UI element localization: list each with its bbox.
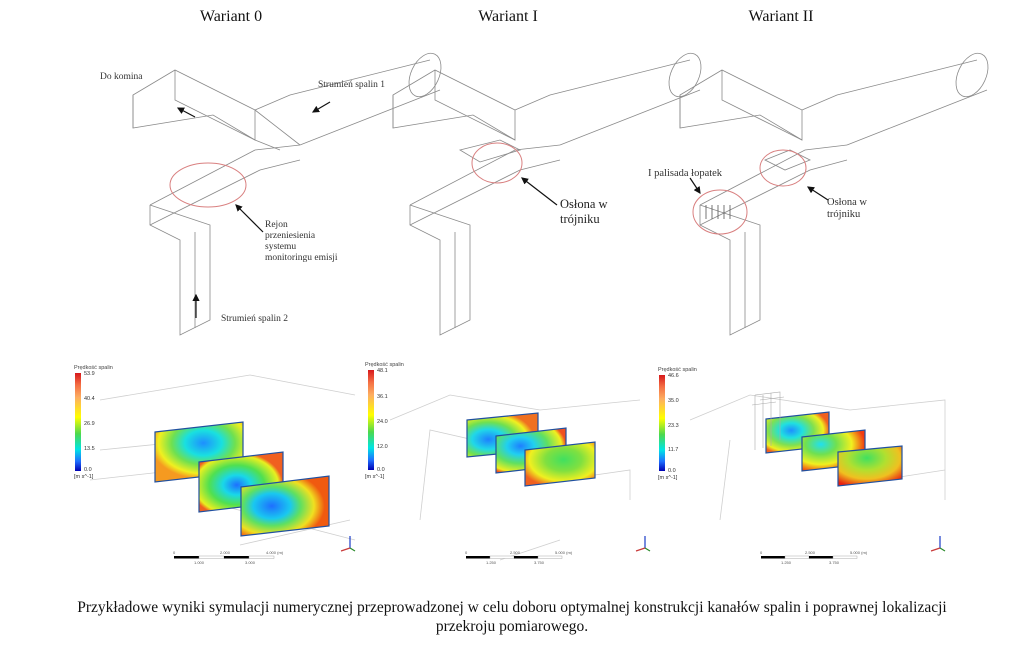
highlight-ellipse-w2-oslona <box>759 149 807 187</box>
highlight-ellipse-w1 <box>471 142 523 184</box>
title-wariant-0: Wariant 0 <box>199 8 263 25</box>
scale-label: 5.000 (m) <box>555 550 573 555</box>
label-do-komina: Do komina <box>100 72 143 82</box>
scale-label: 2.500 <box>510 550 521 555</box>
title-wariant-1: Wariant I <box>478 8 538 25</box>
label-rejon-line: Rejon <box>265 220 288 230</box>
duct-wariant-1 <box>392 52 702 336</box>
label-oslona-line: Osłona w <box>560 197 608 211</box>
label-strumien-1: Strumień spalin 1 <box>318 80 386 90</box>
legend-tick: 0.0 <box>668 468 676 474</box>
label-rejon-line: systemu <box>265 242 297 252</box>
legend-tick: 24.0 <box>377 419 388 425</box>
legend-unit: [m s^-1] <box>74 474 94 480</box>
scale-label: 0 <box>465 550 468 555</box>
sim-panel-wariant-0: Prędkość spalin 53.9 40.4 26.9 13.5 0.0 … <box>64 362 358 572</box>
duct-wireframes <box>132 52 989 336</box>
arrow-rejon <box>235 204 264 233</box>
scale-label: 0 <box>760 550 763 555</box>
label-oslona-line: Osłona w <box>827 197 867 208</box>
legend-tick: 35.0 <box>668 398 679 404</box>
scale-label: 1.250 <box>486 560 497 565</box>
legend-colorbar <box>368 370 374 470</box>
sim-panel-wariant-2: Prędkość spalin 46.6 35.0 23.3 11.7 0.0 … <box>654 362 948 572</box>
legend-tick: 46.6 <box>668 373 679 379</box>
label-rejon-line: przeniesienia <box>265 231 316 241</box>
figure-caption: Przykładowe wyniki symulacji numerycznej… <box>0 598 1024 636</box>
legend-tick: 36.1 <box>377 394 388 400</box>
legend-tick: 0.0 <box>84 467 92 473</box>
legend-tick: 13.5 <box>84 446 95 452</box>
title-wariant-2: Wariant II <box>748 8 814 25</box>
legend-tick: 11.7 <box>668 447 679 453</box>
sim-panel-wariant-1: Prędkość spalin 48.1 36.1 24.0 12.0 0.0 … <box>360 362 654 572</box>
scale-label: 3.000 <box>245 560 256 565</box>
legend-tick: 12.0 <box>377 444 388 450</box>
legend-tick: 53.9 <box>84 371 95 377</box>
scale-label: 1.250 <box>781 560 792 565</box>
legend-tick: 26.9 <box>84 421 95 427</box>
caption-line-1: Przykładowe wyniki symulacji numerycznej… <box>77 599 947 616</box>
duct-wariant-0 <box>132 52 442 336</box>
scale-label: 3.750 <box>829 560 840 565</box>
legend-title: Prędkość spalin <box>74 365 113 371</box>
label-oslona-line: trójniku <box>560 212 600 226</box>
arrow-oslona-w2 <box>806 186 829 201</box>
legend-tick: 48.1 <box>377 368 388 374</box>
arrow-palisada <box>689 177 701 194</box>
label-rejon: Rejon przeniesienia systemu monitoringu … <box>265 220 338 264</box>
legend-colorbar <box>75 373 81 471</box>
label-oslona-line: trójniku <box>827 209 861 220</box>
label-oslona-w1: Osłona w trójniku <box>560 197 608 227</box>
highlight-ellipse-w2-palisada <box>692 189 748 235</box>
legend-tick: 0.0 <box>377 467 385 473</box>
duct-wariant-2 <box>679 52 989 336</box>
label-oslona-w2: Osłona w trójniku <box>827 197 867 221</box>
scale-label: 1.000 <box>194 560 205 565</box>
caption-line-2: przekroju pomiarowego. <box>435 618 589 635</box>
scale-label: 4.000 (m) <box>266 550 284 555</box>
scale-label: 5.000 (m) <box>850 550 868 555</box>
arrow-do-komina <box>176 107 196 118</box>
arrow-strumien-1 <box>311 101 331 113</box>
highlight-ellipse-w0 <box>169 162 247 208</box>
legend-tick: 40.4 <box>84 396 95 402</box>
scale-label: 2.000 <box>220 550 231 555</box>
legend-unit: [m s^-1] <box>365 474 385 480</box>
legend-title: Prędkość spalin <box>658 367 697 373</box>
scale-label: 3.750 <box>534 560 545 565</box>
legend-colorbar <box>659 375 665 471</box>
label-palisada: I palisada łopatek <box>648 168 723 179</box>
legend-title: Prędkość spalin <box>365 362 404 368</box>
scale-label: 2.500 <box>805 550 816 555</box>
scale-label: 0 <box>173 550 176 555</box>
legend-tick: 23.3 <box>668 423 679 429</box>
label-rejon-line: monitoringu emisji <box>265 253 338 263</box>
legend-unit: [m s^-1] <box>658 475 678 481</box>
arrow-oslona-w1 <box>521 177 558 206</box>
label-strumien-2: Strumień spalin 2 <box>221 314 289 324</box>
